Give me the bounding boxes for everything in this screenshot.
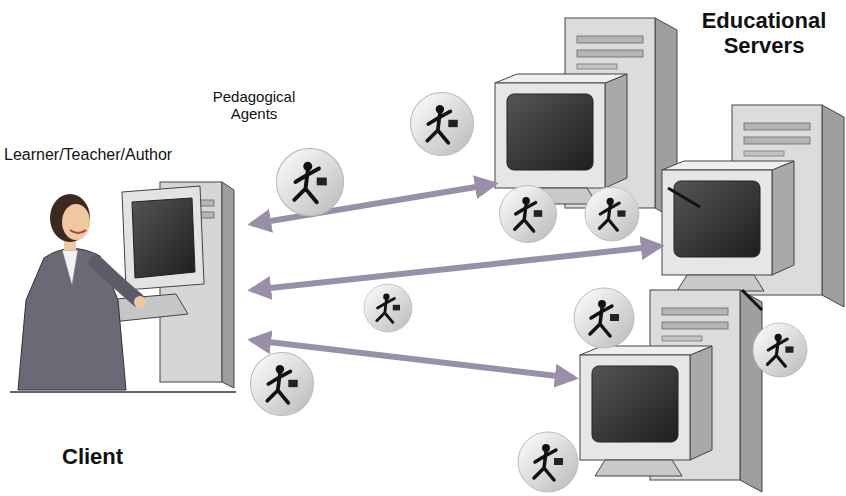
- client-computer: [10, 182, 236, 392]
- agent-icon: [500, 186, 557, 243]
- agent-icon: [574, 288, 634, 348]
- agent-icon: [276, 148, 343, 215]
- client-label: Client: [62, 444, 123, 469]
- network-link: [742, 290, 762, 310]
- group-label: Pedagogical Agents: [198, 88, 310, 123]
- role-label: Learner/Teacher/Author: [4, 146, 172, 164]
- learner-figure: [18, 194, 146, 390]
- agent-icon: [251, 353, 314, 416]
- server-computer: [662, 105, 844, 307]
- agent-icon: [753, 323, 807, 377]
- agent-icon: [411, 93, 474, 156]
- agent-icon: [585, 187, 639, 241]
- agent-icon: [518, 432, 578, 492]
- network-link: [668, 188, 700, 207]
- agent-icon: [364, 284, 412, 332]
- group-heading: Educational Servers: [688, 8, 840, 59]
- double-arrow: [252, 246, 660, 290]
